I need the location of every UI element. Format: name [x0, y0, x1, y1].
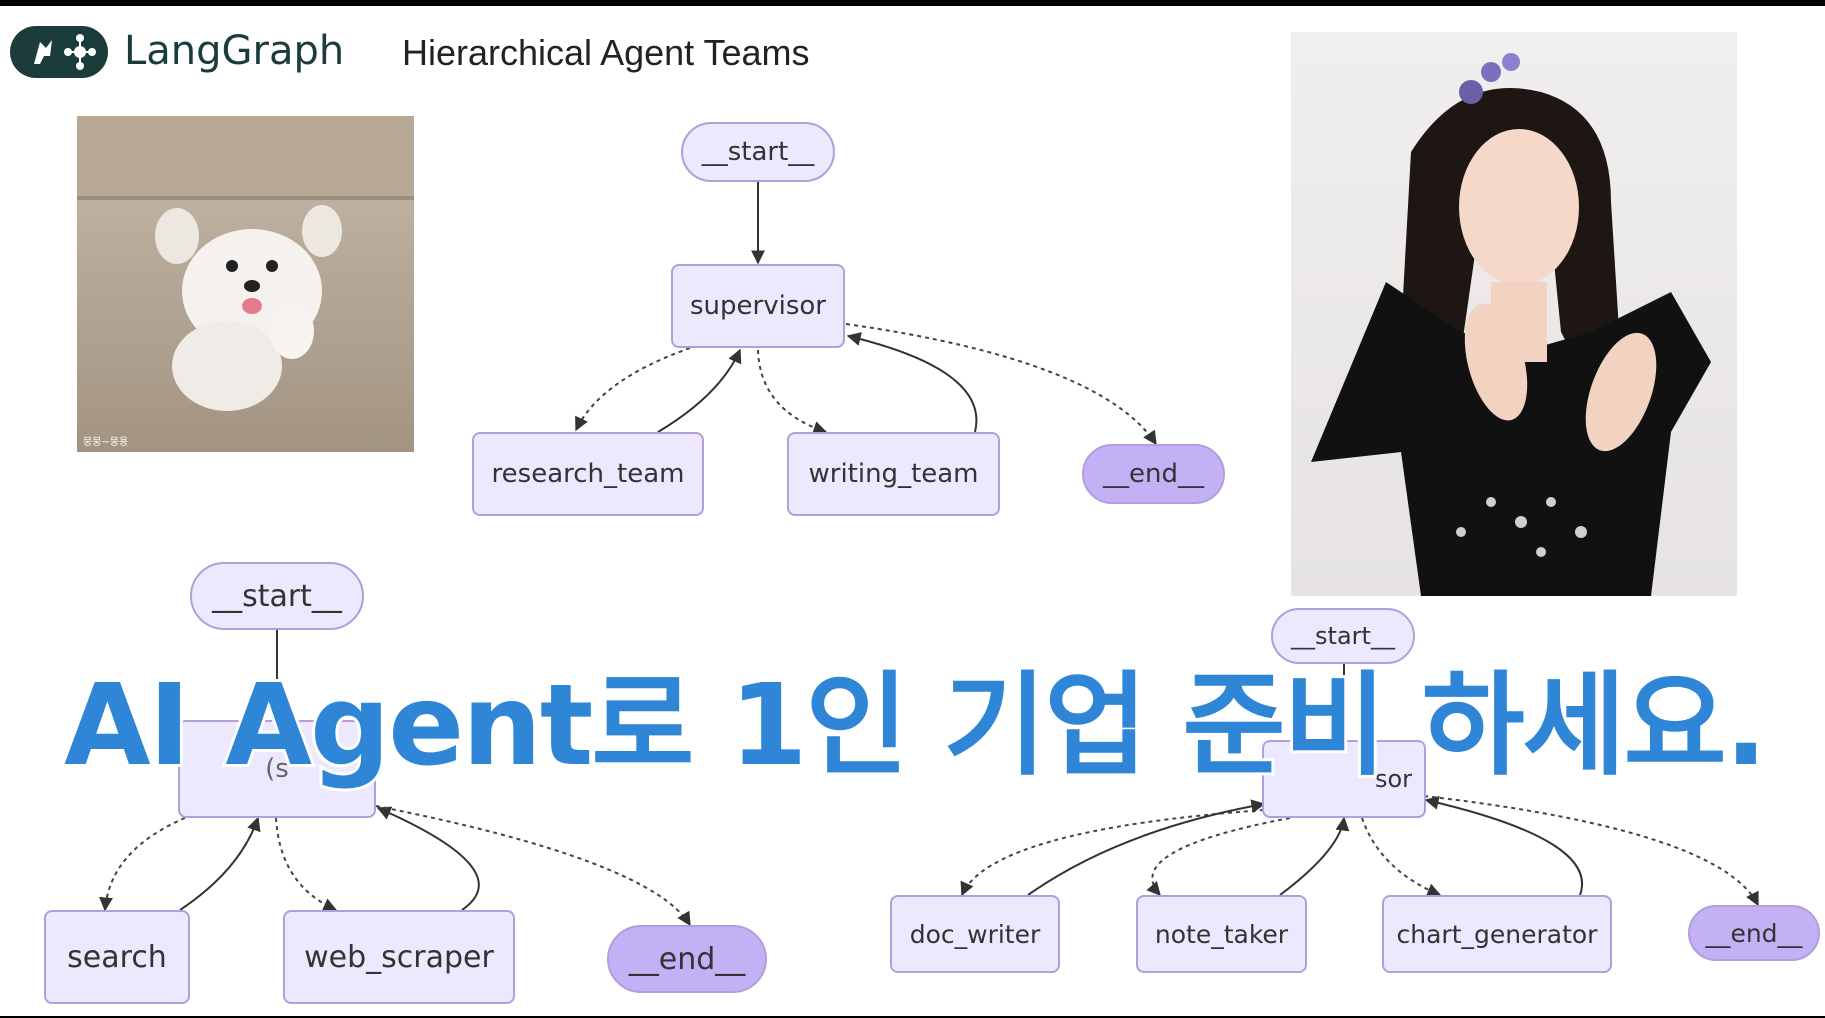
edge-supervisor-notetaker [1146, 817, 1291, 897]
web-scraper-node[interactable]: web_scraper [283, 910, 515, 1004]
note-taker-node[interactable]: note_taker [1136, 895, 1307, 973]
photo-watermark: 뭉뭉~뭉용 [83, 437, 129, 448]
langgraph-logo-icon [10, 26, 108, 78]
writing-team-node[interactable]: writing_team [787, 432, 1000, 516]
edge-supervisor-writing [757, 349, 828, 435]
doc-writer-node[interactable]: doc_writer [890, 895, 1060, 973]
brand-name: LangGraph [124, 28, 345, 74]
top-supervisor-node[interactable]: supervisor [671, 264, 845, 348]
top-border [0, 0, 1825, 6]
research-end-node[interactable]: __end__ [607, 925, 767, 993]
bottom-border [0, 1016, 1825, 1018]
edge-supervisor-end [845, 323, 1157, 446]
edge-docwriter-supervisor [1027, 799, 1266, 896]
page-title: Hierarchical Agent Teams [402, 32, 810, 73]
search-node[interactable]: search [44, 910, 190, 1004]
dog-photo: 뭉뭉~뭉용 [77, 116, 414, 452]
edge-supervisor-research [575, 347, 691, 432]
edge-writing-supervisor [846, 332, 978, 433]
edge-supervisor-webscraper [275, 817, 338, 912]
research-team-node[interactable]: research_team [472, 432, 704, 516]
edge-supervisor-search [99, 817, 186, 912]
person-photo [1291, 32, 1737, 596]
edge-webscraper-supervisor [376, 806, 480, 911]
research-start-node[interactable]: __start__ [190, 562, 364, 630]
top-end-node[interactable]: __end__ [1082, 444, 1225, 504]
top-start-node[interactable]: __start__ [681, 122, 835, 182]
edge-supervisor-chartgenerator [1361, 817, 1442, 897]
research-supervisor-node[interactable]: (s [178, 720, 376, 818]
writing-end-node[interactable]: __end__ [1688, 905, 1820, 961]
overlay-caption: AI Agent로 1인 기업 준비 하세요. [61, 661, 1770, 791]
edge-search-supervisor [179, 816, 261, 911]
edge-supervisor-docwriter [960, 809, 1265, 897]
edge-writing-supervisor-end [1423, 795, 1759, 907]
edge-research-supervisor [657, 348, 742, 433]
writing-supervisor-node[interactable]: sor [1262, 740, 1426, 818]
edge-notetaker-supervisor [1279, 816, 1350, 896]
edge-chartgenerator-supervisor [1424, 796, 1583, 896]
chart-generator-node[interactable]: chart_generator [1382, 895, 1612, 973]
edge-research-supervisor-end [375, 805, 691, 927]
writing-start-node[interactable]: __start__ [1271, 608, 1415, 664]
